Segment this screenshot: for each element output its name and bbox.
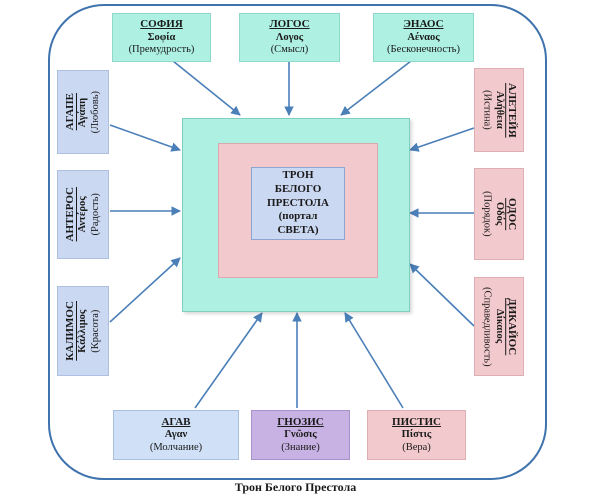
agav-ru: (Молчание) [149,441,203,453]
logos-greek: Λογος [275,31,304,43]
agav-greek: Αγαν [164,429,188,440]
sophia-ru: (Премудрость) [128,44,195,56]
anteros-title: АНТЕРОС [63,187,76,242]
gnosis-ru: (Знание) [281,441,320,453]
dikaios-title: ДИКАЙОС [506,297,519,356]
anteros-ru: (Радость) [89,193,101,236]
box-enaos: ЭНАОС Αέναος (Бесконечность) [373,13,474,62]
agav-title: АГАВ [161,415,191,428]
pistis-title: ПИСТИС [392,415,441,428]
agape-ru: (Любовь) [89,90,101,134]
box-kalimos: КАЛИМОС Κάλλιμος (Красота) [57,286,109,376]
pistis-greek: Πίστις [401,429,432,440]
box-gnosis: ГНОЗИС Γνῶσις (Знание) [251,410,350,460]
aletheia-title: АЛЕТЕЙЯ [506,82,519,138]
agape-title: АГАПЕ [63,93,76,131]
box-sophia: СОФИЯ Σοφία (Премудрость) [112,13,211,62]
enaos-greek: Αέναος [407,31,440,43]
box-pistis: ПИСТИС Πίστις (Вера) [367,410,466,460]
center-line-1: ТРОН [282,169,314,182]
throne-middle-square [218,143,378,278]
odos-greek: Οδός [494,202,505,226]
odos-title: ОДОС [506,197,519,231]
sophia-greek: Σοφία [147,31,176,43]
center-line-5: СВЕТА) [277,224,319,237]
box-aletheia: АЛЕТЕЙЯ Αλήθεια (Истина) [474,68,524,152]
logos-title: ЛОГОС [269,18,310,31]
aletheia-ru: (Истина) [481,90,493,130]
throne-center-box: ТРОН БЕЛОГО ПРЕСТОЛА (портал СВЕТА) [251,167,345,240]
gnosis-greek: Γνῶσις [284,429,317,440]
dikaios-greek: Δίκαιος [494,309,505,344]
enaos-ru: (Бесконечность) [387,44,460,56]
enaos-title: ЭНАОС [403,18,444,31]
box-dikaios: ДИКАЙОС Δίκαιος (Справедливость) [474,277,524,376]
dikaios-ru: (Справедливость) [481,286,493,367]
center-line-2: БЕЛОГО [274,182,322,195]
kalimos-ru: (Красота) [89,309,101,353]
center-line-3: ПРЕСТОЛА [267,196,329,209]
odos-ru: (Порядок) [481,191,493,237]
sophia-title: СОФИЯ [140,18,183,31]
box-odos: ОДОС Οδός (Порядок) [474,168,524,260]
center-line-4: (портал [278,210,318,223]
agape-greek: Αγάπη [77,97,88,127]
box-anteros: АНТЕРОС Αντέρος (Радость) [57,170,109,259]
box-agape: АГАПЕ Αγάπη (Любовь) [57,70,109,154]
gnosis-title: ГНОЗИС [277,415,324,428]
box-logos: ЛОГОС Λογος (Смысл) [239,13,340,62]
figure-caption: Трон Белого Престола [234,480,357,494]
anteros-greek: Αντέρος [77,196,88,233]
kalimos-title: КАЛИМОС [63,301,76,361]
pistis-ru: (Вера) [402,441,431,453]
aletheia-greek: Αλήθεια [494,91,505,129]
kalimos-greek: Κάλλιμος [77,309,88,353]
logos-ru: (Смысл) [270,44,309,56]
box-agav: АГАВ Αγαν (Молчание) [113,410,239,460]
